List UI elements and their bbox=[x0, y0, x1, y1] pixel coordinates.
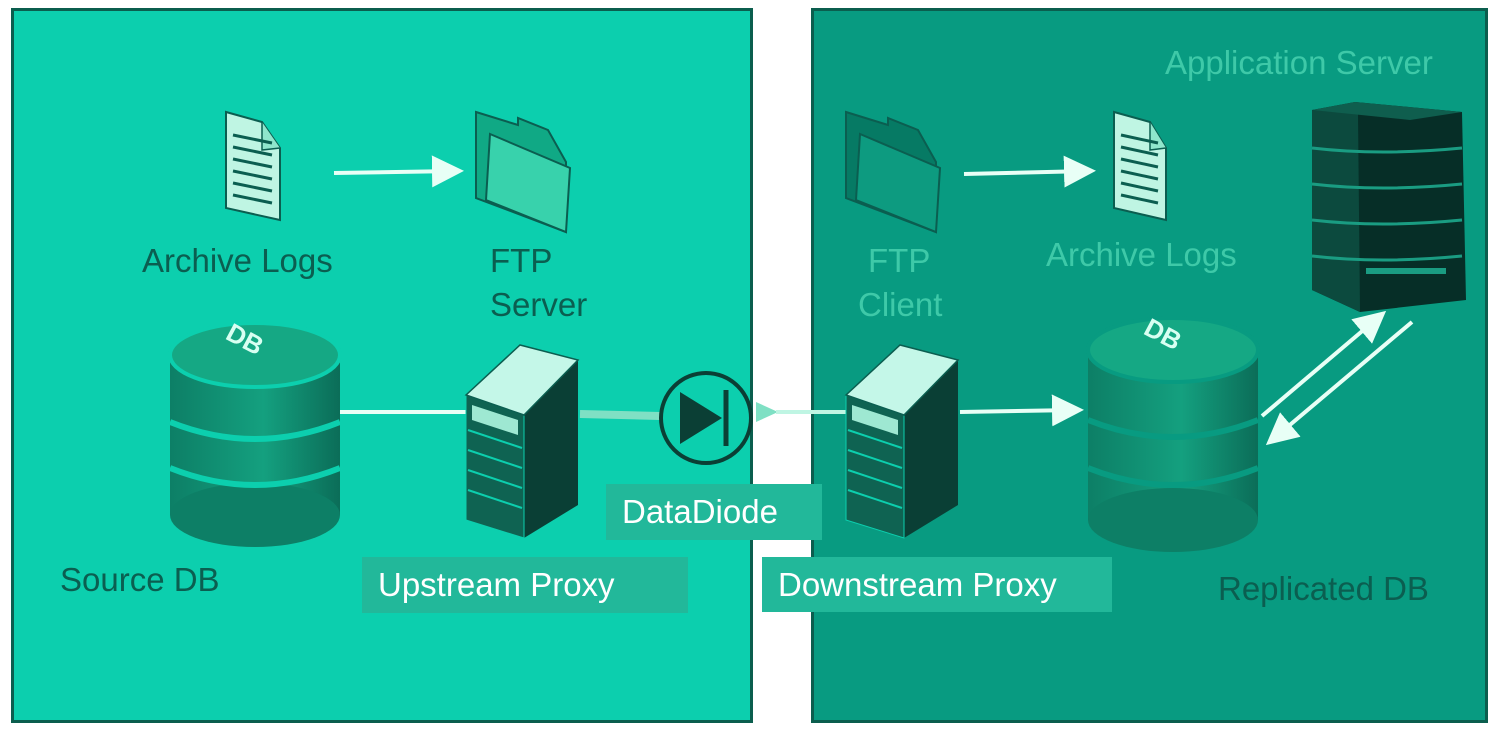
archive-logs-right-icon bbox=[1113, 110, 1167, 222]
folder-icon-right bbox=[845, 110, 942, 234]
application-server-icon bbox=[1311, 102, 1466, 312]
archive-logs-left-icon bbox=[225, 110, 281, 222]
connector-upstream-diode bbox=[579, 410, 661, 420]
database-icon-source bbox=[168, 321, 342, 547]
tag-upstream-proxy: Upstream Proxy bbox=[362, 557, 688, 613]
arrow-ftp-to-logs bbox=[963, 155, 1096, 188]
label-archive-logs-right: Archive Logs bbox=[1046, 236, 1237, 273]
label-ftp-client-line2: Client bbox=[858, 286, 943, 323]
label-ftp-server-line2: Server bbox=[490, 286, 588, 323]
tag-downstream-proxy: Downstream Proxy bbox=[762, 557, 1112, 612]
tag-data-diode: DataDiode bbox=[606, 484, 822, 540]
label-source-db: Source DB bbox=[60, 561, 220, 598]
connector-diode-downstream bbox=[756, 402, 778, 422]
upstream-proxy-server-icon bbox=[464, 344, 580, 539]
label-ftp-client-line1: FTP bbox=[868, 242, 931, 279]
arrow-downstream-to-replicated-db bbox=[959, 394, 1084, 427]
database-icon-replicated bbox=[1086, 316, 1260, 552]
label-archive-logs-left: Archive Logs bbox=[142, 242, 333, 279]
downstream-proxy-server-icon bbox=[844, 344, 960, 539]
arrow-logs-to-ftp-server bbox=[333, 155, 464, 188]
label-application-server: Application Server bbox=[1165, 44, 1433, 81]
data-diode-icon bbox=[659, 371, 753, 465]
arrow-db-to-app-server bbox=[1260, 310, 1387, 418]
label-ftp-server-line1: FTP bbox=[490, 242, 553, 279]
arrow-app-server-to-db bbox=[1265, 320, 1414, 446]
folder-icon-left bbox=[475, 110, 572, 234]
label-replicated-db: Replicated DB bbox=[1218, 570, 1429, 607]
